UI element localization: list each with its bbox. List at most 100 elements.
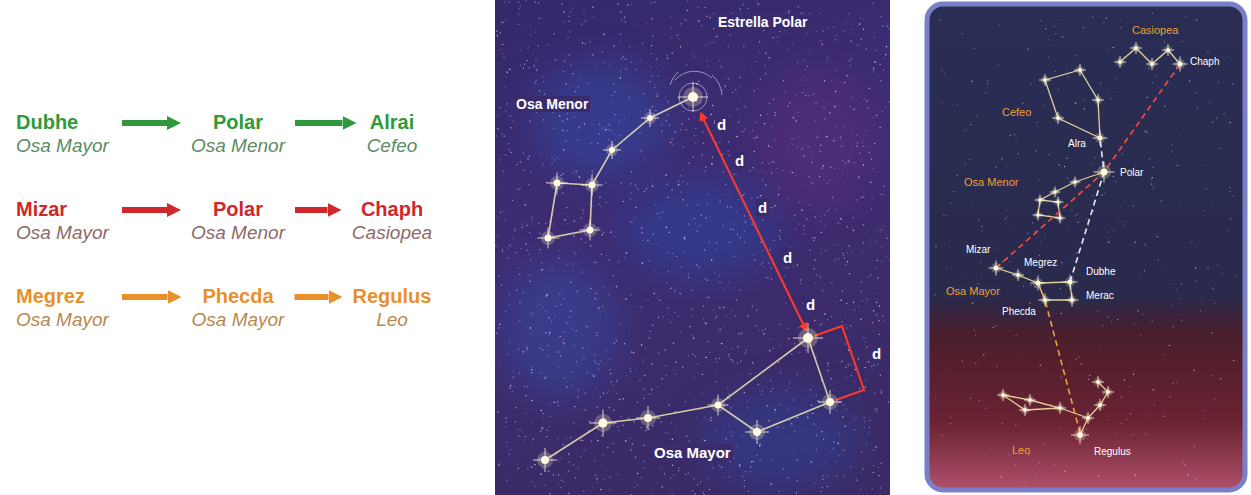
sky-speck (531, 400, 532, 401)
sky-speck (696, 265, 697, 266)
sky-speck (877, 227, 878, 228)
sky-speck (768, 263, 769, 264)
sky-speck (863, 242, 864, 243)
sky-speck (520, 188, 521, 189)
sky-speck (850, 40, 851, 41)
sky-speck (1045, 369, 1046, 370)
sky-speck (712, 467, 713, 468)
sky-speck (582, 42, 583, 43)
sky-speck (1061, 376, 1062, 377)
sky-speck (880, 127, 881, 128)
sky-speck (972, 303, 973, 304)
sky-speck (506, 77, 507, 78)
sky-speck (1058, 164, 1059, 165)
sky-speck (727, 194, 728, 195)
sky-speck (711, 417, 712, 418)
sky-speck (706, 323, 707, 324)
sky-speck (554, 402, 555, 403)
sky-speck (871, 197, 872, 198)
sky-speck (678, 181, 679, 182)
sky-speck (864, 391, 865, 392)
sky-speck (844, 258, 845, 259)
sky-speck (542, 76, 543, 77)
sky-speck (815, 356, 816, 357)
sky-speck (597, 440, 598, 441)
sky-speck (652, 494, 653, 495)
sky-speck (765, 184, 766, 185)
sky-speck (661, 212, 662, 213)
sky-speck (508, 354, 509, 355)
sky-speck (748, 491, 749, 492)
sky-speck (772, 388, 773, 389)
sky-speck (796, 121, 797, 122)
sky-speck (888, 28, 889, 29)
sky-speck (797, 374, 798, 375)
sky-speck (613, 451, 614, 452)
sky-speck (558, 157, 559, 158)
sky-speck (845, 264, 846, 265)
sky-speck (704, 171, 705, 172)
sky-speck (529, 274, 530, 275)
sky-speck (790, 171, 791, 172)
sky-speck (518, 2, 519, 3)
pointer-lines (996, 64, 1180, 433)
sky-speck (542, 269, 543, 270)
sky-speck (767, 113, 768, 114)
sky-speck (1114, 434, 1115, 435)
sky-speck (1140, 334, 1141, 335)
sky-speck (730, 6, 731, 7)
sky-speck (562, 130, 563, 131)
sky-speck (672, 52, 673, 53)
sky-speck (523, 351, 524, 352)
sky-speck (681, 331, 682, 332)
sky-speck (594, 262, 595, 263)
sky-speck (597, 143, 598, 144)
sky-speck (498, 216, 499, 217)
sky-speck (1054, 464, 1055, 465)
sky-speck (1021, 392, 1022, 393)
sky-speck (499, 159, 500, 160)
sky-speck (670, 477, 671, 478)
star-point (1063, 275, 1078, 290)
sky-speck (878, 467, 879, 468)
sky-speck (956, 330, 957, 331)
sky-speck (649, 260, 650, 261)
sky-speck (786, 390, 787, 391)
sky-speck (823, 439, 824, 440)
sky-speck (1161, 264, 1162, 265)
sky-speck (731, 359, 732, 360)
sky-speck (881, 463, 882, 464)
sky-speck (592, 7, 593, 8)
sky-speck (797, 459, 798, 460)
sky-speck (883, 321, 884, 322)
sky-speck (619, 323, 620, 324)
sky-speck (578, 262, 579, 263)
sky-speck (834, 106, 835, 107)
star-point (1094, 399, 1106, 411)
sky-speck (1008, 229, 1009, 230)
sky-speck (512, 200, 513, 201)
sky-speck (1152, 13, 1153, 14)
sky-speck (774, 411, 775, 412)
sky-speck (760, 460, 761, 461)
sky-speck (1075, 358, 1076, 359)
sky-speck (1016, 138, 1017, 139)
sky-speck (618, 430, 619, 431)
sky-speck (572, 264, 573, 265)
sky-speck (797, 146, 798, 147)
sky-speck (540, 431, 541, 432)
sky-speck (1006, 210, 1007, 211)
sky-speck (736, 136, 737, 137)
sky-speck (724, 326, 725, 327)
sky-speck (738, 199, 739, 200)
sky-speck (854, 419, 855, 420)
sky-speck (820, 491, 821, 492)
sky-speck (797, 264, 798, 265)
sky-speck (539, 90, 540, 91)
sky-speck (848, 364, 849, 365)
sky-speck (716, 36, 717, 37)
sky-speck (879, 305, 880, 306)
sky-speck (569, 21, 570, 22)
sky-speck (559, 237, 560, 238)
sky-panel-right (927, 4, 1245, 490)
